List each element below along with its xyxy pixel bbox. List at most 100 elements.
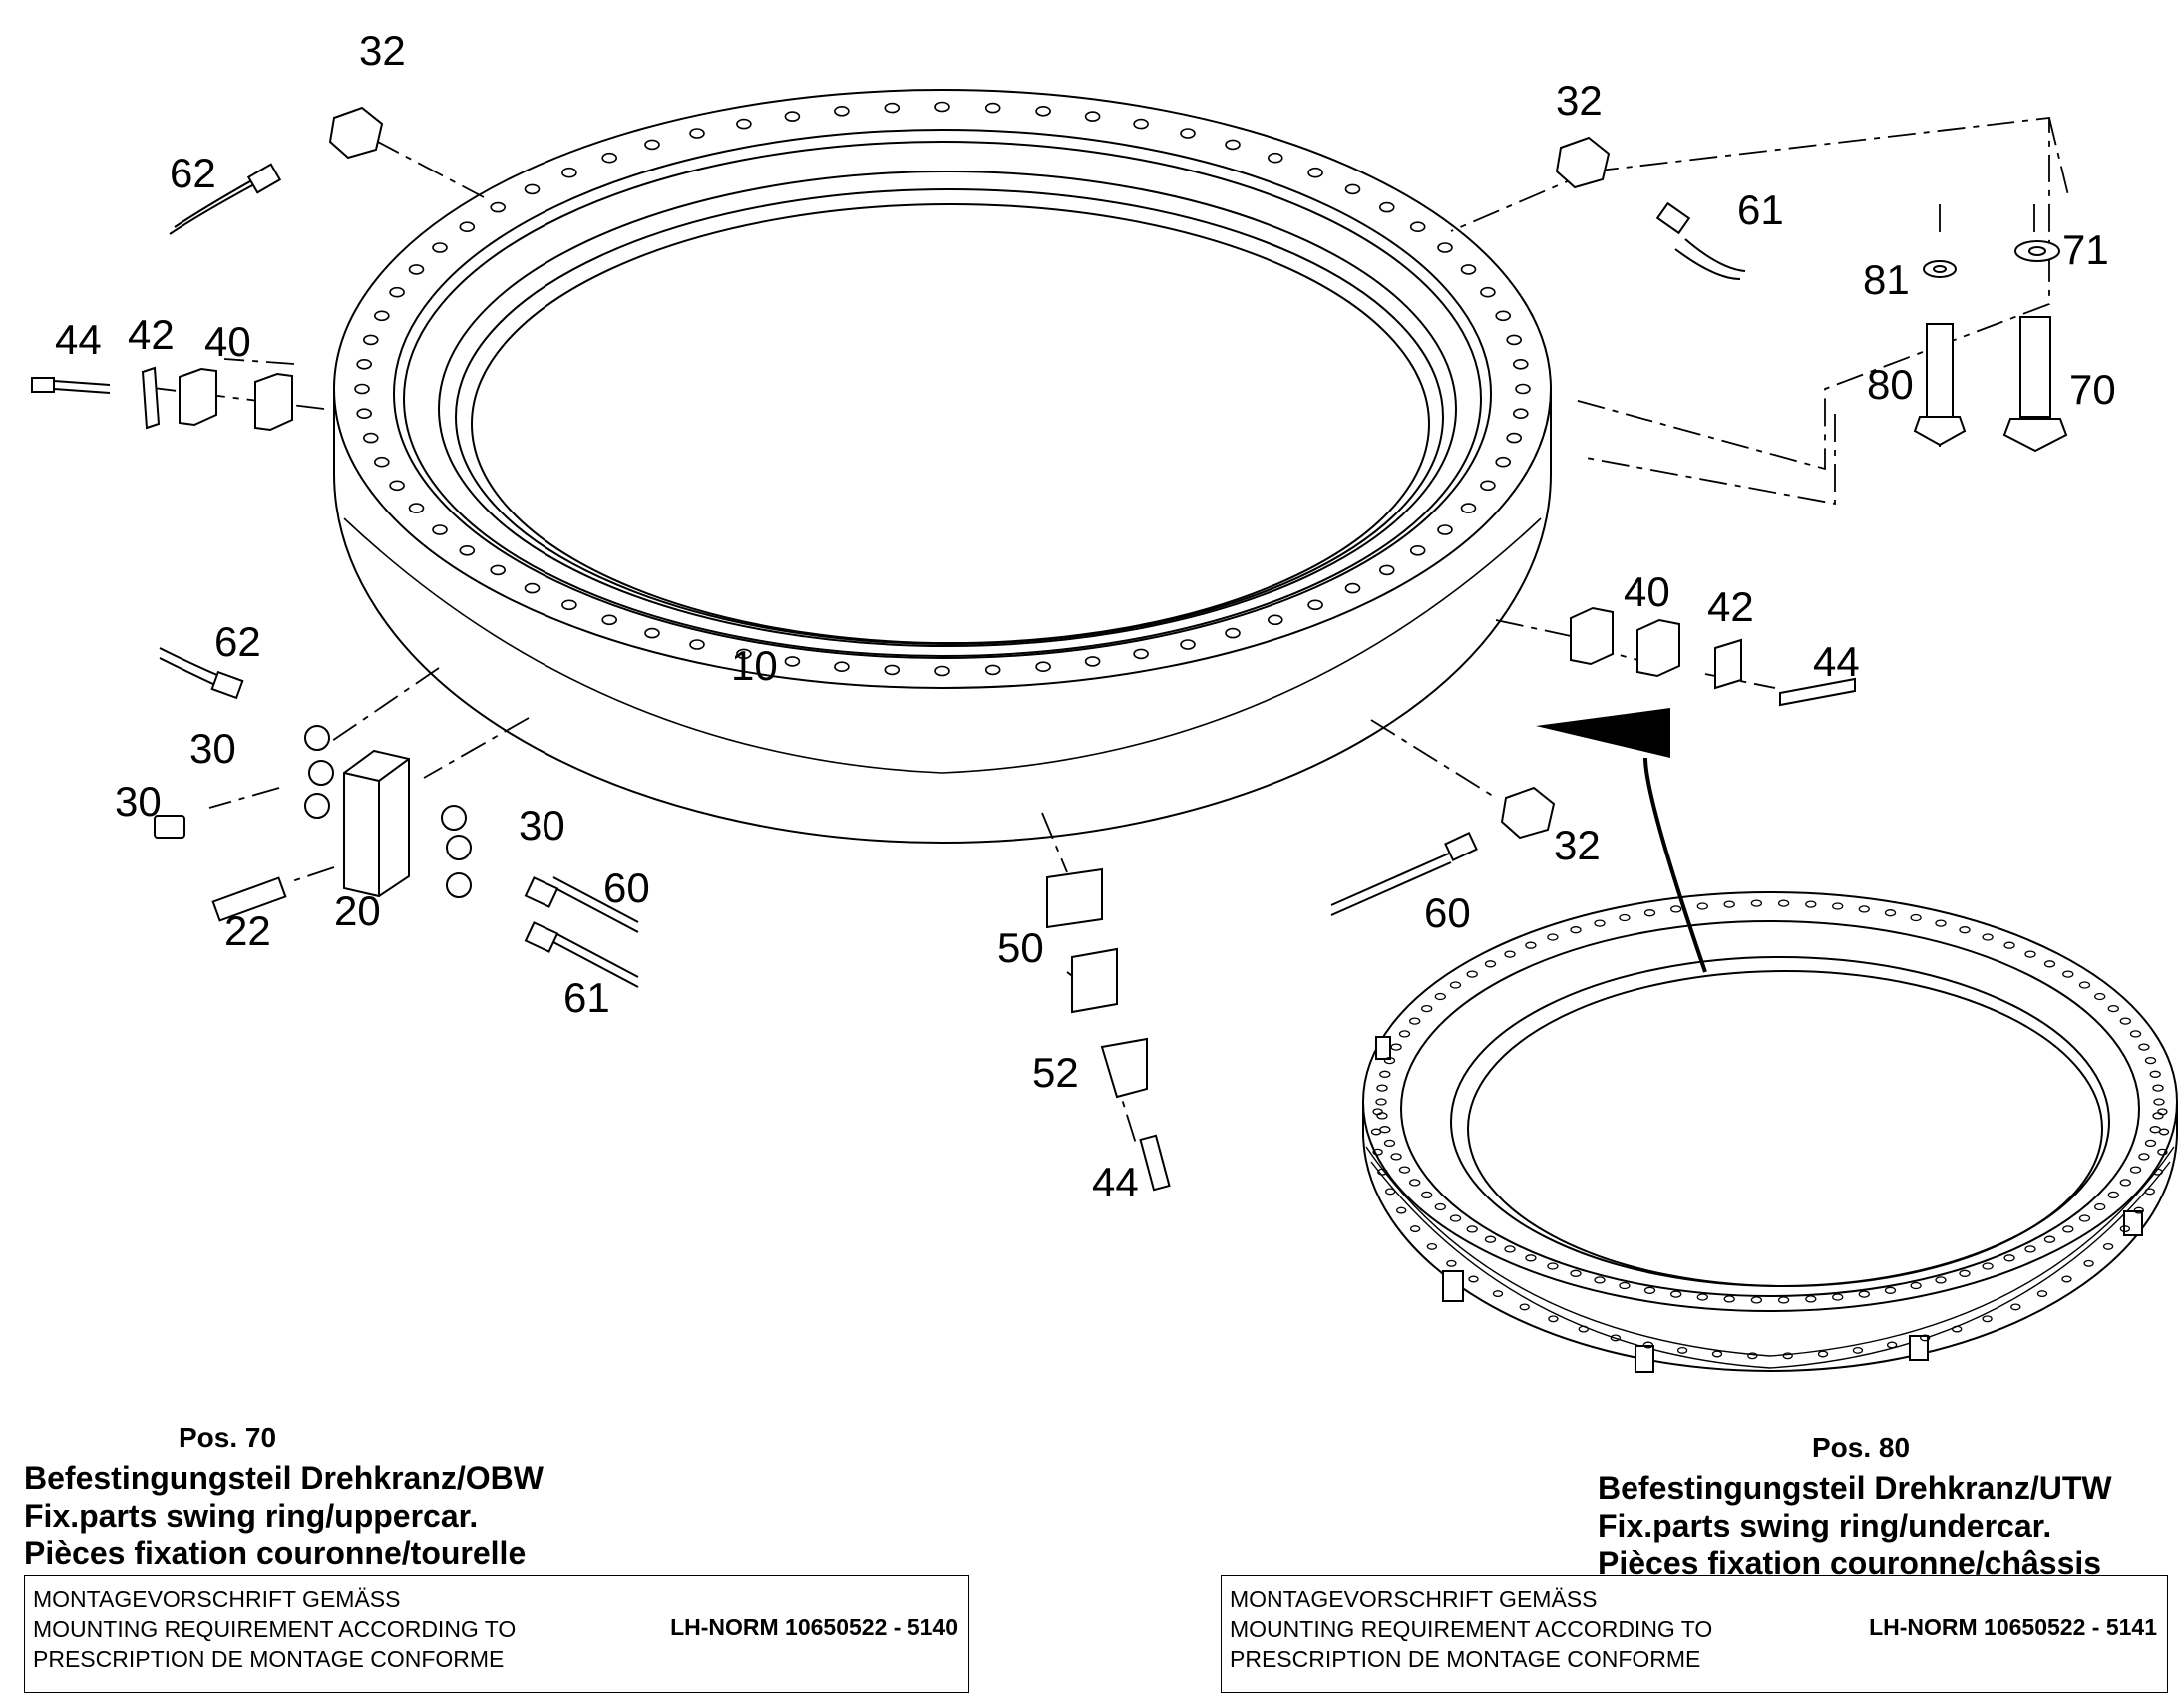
mounting-requirement-text: MONTAGEVORSCHRIFT GEMÄSS MOUNTING REQUIR… (33, 1584, 516, 1674)
bolt-hole (2152, 1168, 2163, 1176)
callout-61: 61 (1737, 186, 1784, 233)
bolt-hole (1747, 1352, 1758, 1360)
bolt-hole (2153, 1098, 2165, 1106)
callout-60: 60 (603, 864, 650, 911)
callout-70: 70 (2069, 366, 2116, 413)
bolt-hole (1434, 992, 1446, 1001)
caption-english: Fix.parts swing ring/uppercar. (24, 1498, 479, 1534)
bolt-hole (1376, 1084, 1388, 1092)
callout-40: 40 (204, 318, 251, 365)
bolt-hole (1379, 564, 1395, 576)
bolt-hole (1513, 358, 1529, 370)
callout-81: 81 (1863, 256, 1910, 303)
callout-30: 30 (115, 778, 162, 825)
bolt-hole (1180, 128, 1196, 139)
bolt-hole (1670, 1290, 1682, 1298)
bolt-hole (1777, 1296, 1790, 1304)
bolt-hole (1344, 183, 1361, 195)
bolt-hole (884, 664, 901, 676)
bolt-hole (459, 221, 476, 232)
note-line: MOUNTING REQUIREMENT ACCORDING TO (33, 1616, 517, 1642)
bolt-hole (784, 656, 801, 667)
bolt-hole (2149, 1070, 2161, 1078)
bolt-hole (2043, 960, 2056, 968)
bolt-hole (1409, 1017, 1421, 1025)
bolt-hole (356, 358, 373, 370)
bolt-hole (1594, 919, 1606, 927)
bolt-hole (1492, 1290, 1504, 1298)
mounting-note-left: MONTAGEVORSCHRIFT GEMÄSS MOUNTING REQUIR… (24, 1575, 969, 1693)
callout-22: 22 (224, 907, 271, 954)
bolt-hole (490, 201, 507, 213)
bolt-hole (2158, 1128, 2170, 1136)
bolt-hole (561, 599, 577, 611)
callout-30: 30 (189, 725, 236, 772)
bolt-hole (689, 639, 705, 650)
bolt-hole (1643, 1286, 1656, 1294)
bolts-and-washers (1913, 240, 2068, 453)
bolt-hole (2138, 1153, 2150, 1161)
bolt-hole (1506, 334, 1522, 346)
hoses (159, 176, 1746, 988)
bolt-hole (1858, 1290, 1870, 1298)
bolt-hole (2003, 1254, 2015, 1262)
bolt-hole (1817, 1350, 1829, 1358)
bolt-hole (1610, 1334, 1621, 1342)
callout-61: 61 (563, 974, 610, 1021)
bolt-hole (1670, 905, 1682, 913)
bolt-hole (1225, 627, 1241, 639)
callout-80: 80 (1867, 361, 1914, 408)
bolt-hole (644, 627, 660, 639)
bolt-hole (1782, 1352, 1793, 1360)
bolt-hole (2152, 1084, 2164, 1092)
bolt-hole (1268, 614, 1283, 626)
bolt-hole (1547, 933, 1559, 941)
callout-42: 42 (128, 311, 175, 358)
caption-pos80: Pos. 80 Befestingungsteil Drehkranz/UTW … (1598, 1434, 2112, 1585)
bolt-hole (1547, 1262, 1559, 1270)
caption-pos-label: Pos. 70 (179, 1422, 277, 1453)
bolt-hole (984, 664, 1001, 676)
bolt-hole (1268, 152, 1283, 164)
bolt-hole (2119, 1017, 2131, 1025)
bolt-hole (356, 408, 373, 420)
bolt-hole (1920, 1334, 1931, 1342)
callout-62: 62 (214, 618, 261, 665)
bolt-hole (1676, 1346, 1688, 1354)
bolt-hole (2061, 1275, 2072, 1283)
bolt-hole (1935, 1276, 1947, 1284)
bolt-hole (1515, 383, 1531, 395)
bolt-hole (1578, 1325, 1589, 1333)
callout-20: 20 (334, 887, 381, 934)
callout-32: 32 (1554, 822, 1601, 868)
bolt-hole (1805, 1295, 1817, 1303)
direction-arrow (1536, 708, 1707, 973)
bolt-hole (1390, 1153, 1402, 1161)
bolt-hole (1383, 1139, 1396, 1148)
caption-french: Pièces fixation couronne/châssis (1598, 1545, 2102, 1581)
bolt-hole (1466, 1225, 1478, 1233)
bolt-hole (2003, 941, 2015, 949)
caption-pos70: Pos. 70 Befestingungsteil Drehkranz/OBW … (24, 1424, 544, 1575)
ring-clamp-blocks (1375, 1036, 2143, 1373)
bolt-hole (1852, 1346, 1864, 1354)
callout-10: 10 (731, 642, 778, 689)
bolt-hole (1484, 1235, 1497, 1243)
bolt-hole (561, 167, 577, 178)
bolt-hole (1379, 201, 1395, 213)
bolt-hole (1570, 926, 1582, 934)
bolt-hole (2094, 1202, 2106, 1211)
bolt-hole (432, 524, 448, 535)
bolt-hole (1495, 310, 1511, 322)
bolt-hole (524, 183, 541, 195)
swing-ring (333, 89, 1552, 844)
bolt-hole (1084, 656, 1101, 667)
bolt-hole (601, 152, 618, 164)
bolt-hole (1495, 456, 1511, 468)
bolt-hole (1480, 480, 1496, 492)
bolt-hole (1449, 981, 1462, 989)
bolt-hole (2119, 1225, 2131, 1233)
bolt-hole (1643, 909, 1656, 917)
callout-44: 44 (1813, 638, 1860, 685)
bolt-hole (934, 665, 950, 677)
